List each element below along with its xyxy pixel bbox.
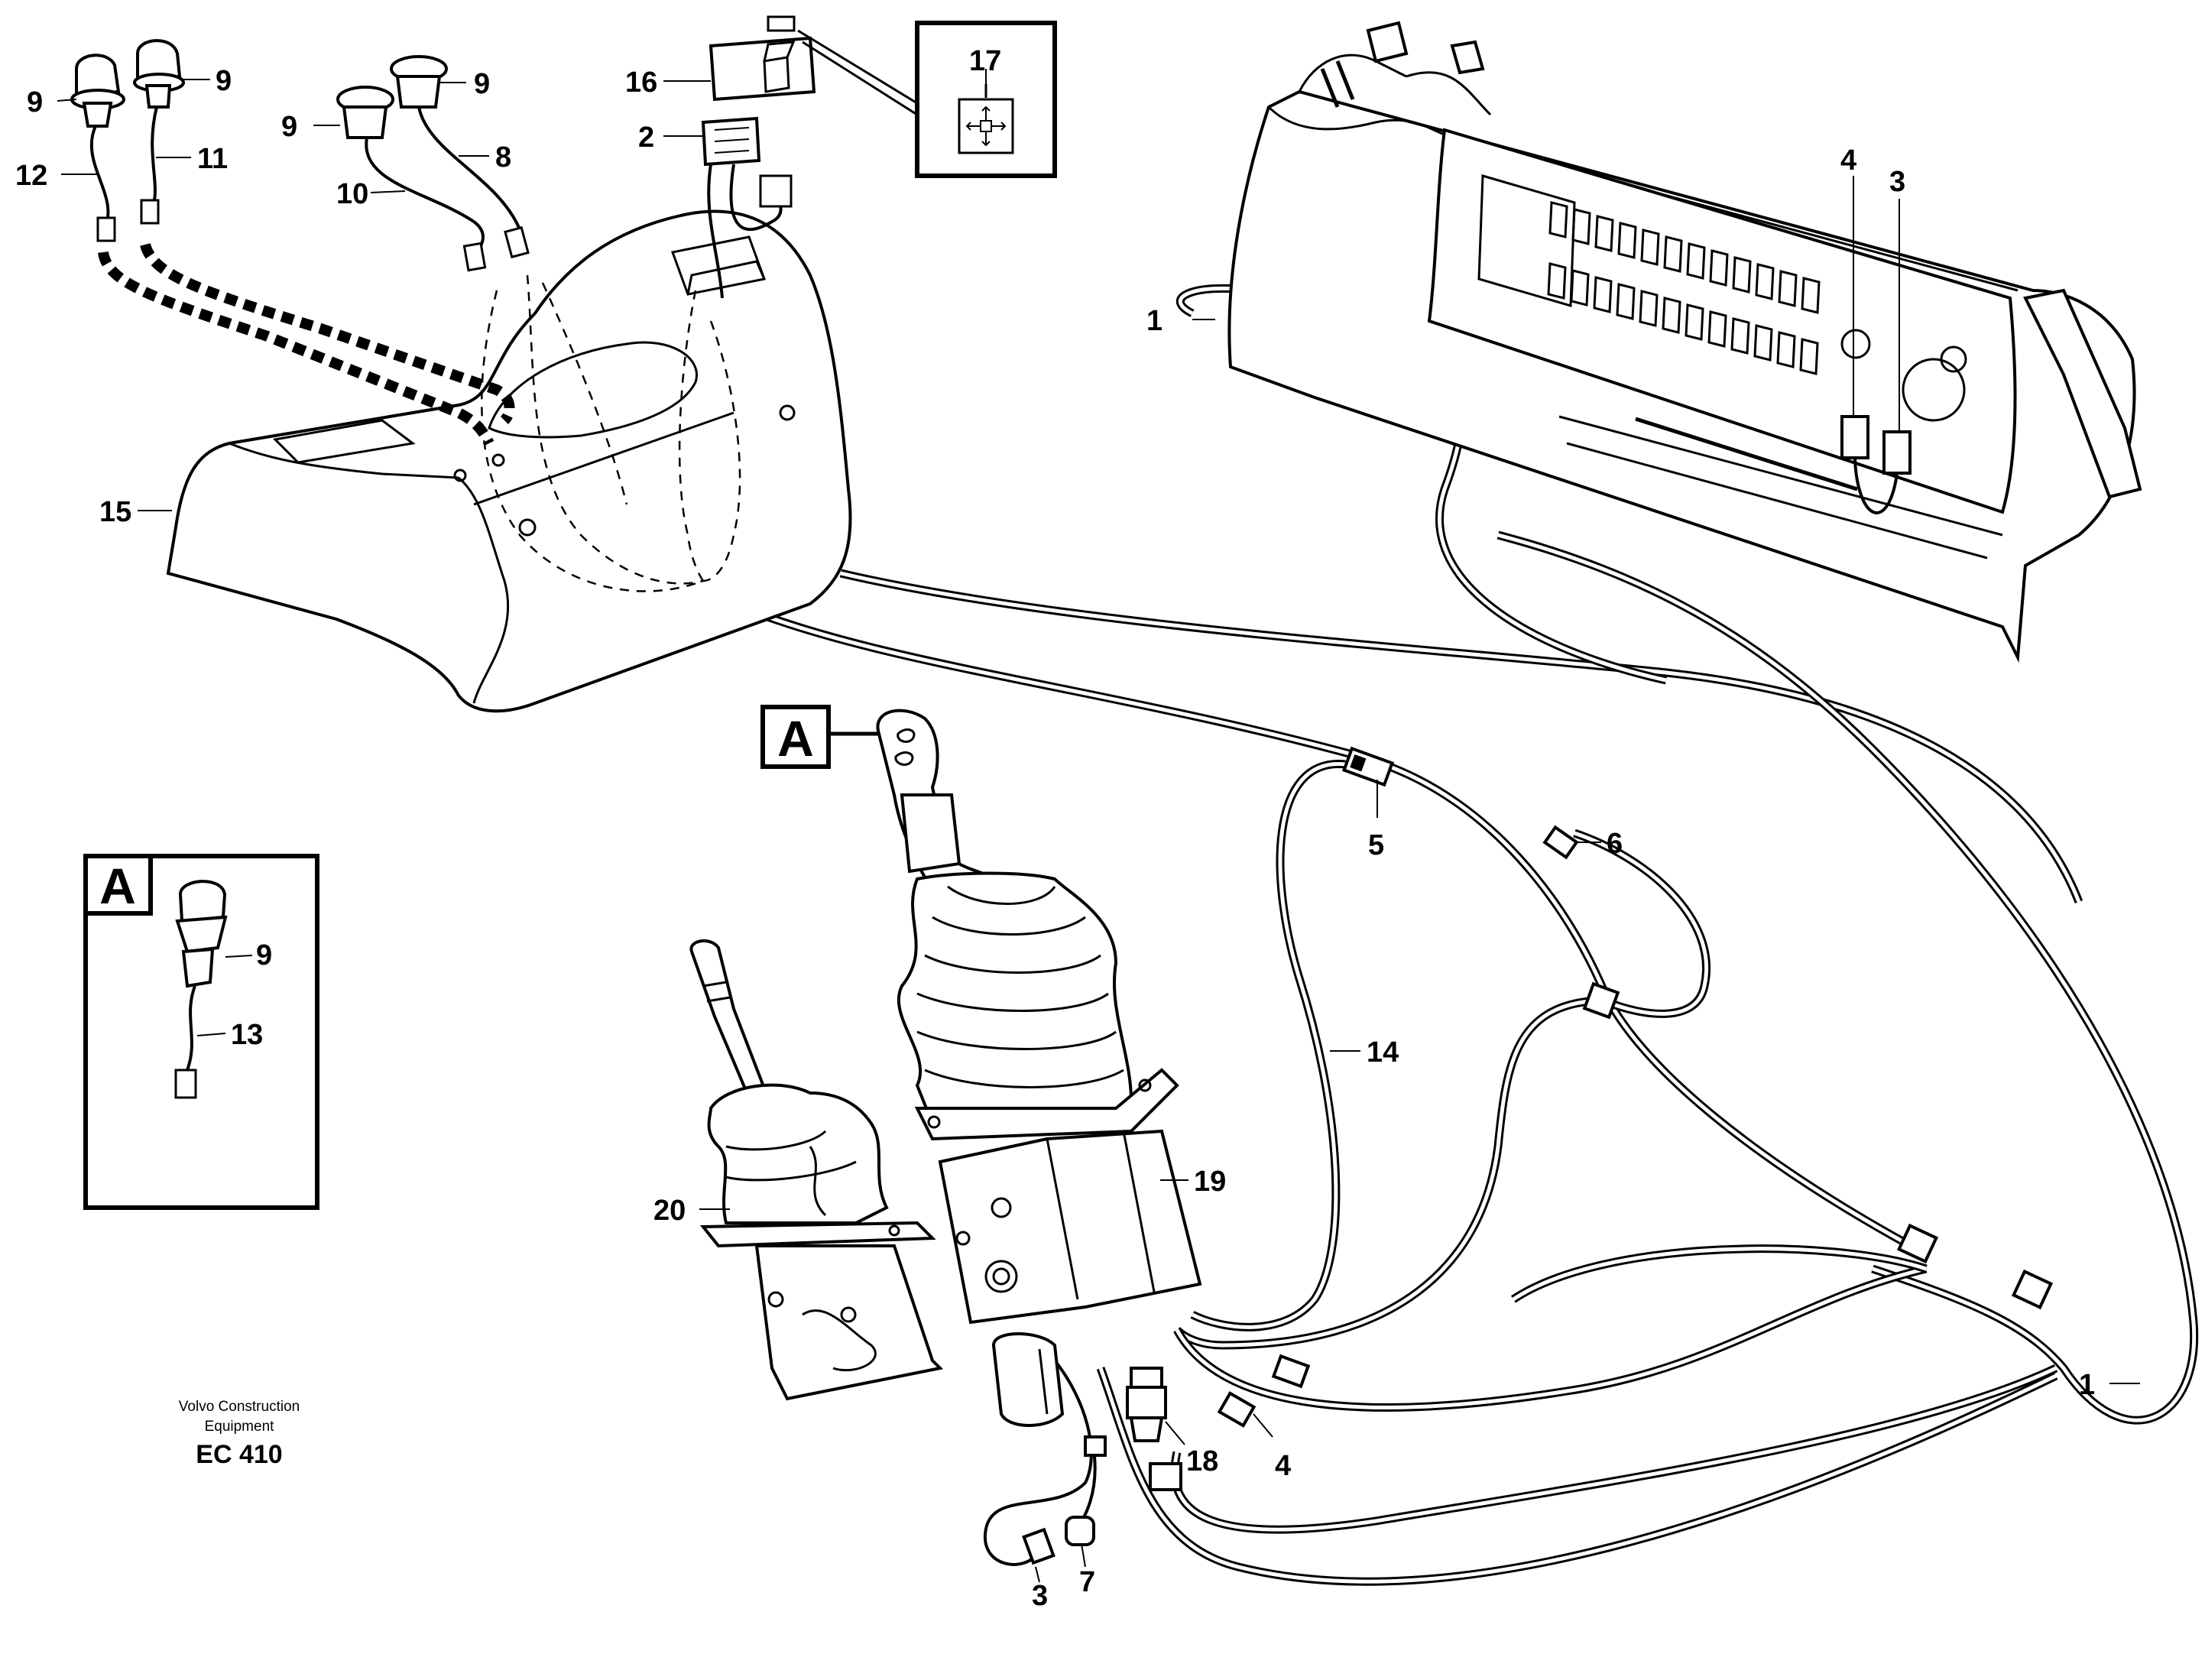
leader-lines [57,69,2140,1583]
connector-6 [1542,825,1579,860]
y-junction [2011,1269,2054,1310]
joystick-19 [876,709,1202,1427]
connector-sensor-plug [1149,1462,1182,1491]
wiring-harness [731,284,2199,1586]
dashboard-plug-4 [1840,415,1869,459]
button-9-cable-10 [336,86,487,272]
callout-labels: 9 9 9 9 9 12 11 10 8 16 2 17 15 1 4 3 5 … [15,45,2095,1612]
switch-16 [709,15,816,102]
connector-3-plug [1022,1527,1055,1565]
label-12: 12 [15,160,47,192]
label-17: 17 [969,45,1001,77]
view-marker-a-text: A [777,710,814,767]
dashboard-plug-3 [1882,430,1912,475]
label-4: 4 [1275,1450,1291,1482]
label-10: 10 [336,178,368,210]
label-1: 1 [1146,305,1162,337]
label-9: 9 [216,65,232,97]
connector-4 [1271,1354,1311,1389]
label-13: 13 [231,1019,263,1051]
label-9: 9 [27,86,43,118]
label-5: 5 [1368,829,1384,861]
label-8: 8 [495,141,511,174]
label-2: 2 [638,122,654,154]
label-20: 20 [653,1195,686,1227]
label-9: 9 [281,111,297,143]
credit-line-1: Volvo Construction [179,1399,300,1415]
switch-grid [1547,201,1821,375]
connector-2 [701,116,793,299]
view-marker-a: A [760,705,894,769]
y-junction [1582,981,1620,1020]
publisher-credit: Volvo Construction Equipment EC 410 [179,1399,300,1469]
label-3: 3 [1032,1580,1048,1612]
label-14: 14 [1367,1036,1399,1069]
lever-20 [689,939,944,1401]
routing-cables-11-12 [98,242,515,446]
dashboard-panel [1227,21,2142,663]
button-9-cable-12 [70,54,125,242]
label-18: 18 [1186,1445,1218,1477]
connector-7-plug [1065,1516,1095,1546]
button-9-cable-8 [390,55,530,259]
credit-line-2: Equipment [205,1419,275,1435]
callout-box-17 [797,21,1057,178]
connector-4-lower [1217,1391,1257,1428]
label-11: 11 [197,143,228,175]
button-9-cable-11 [133,39,185,225]
label-16: 16 [625,66,657,99]
connector-small [1084,1435,1107,1457]
label-6: 6 [1607,828,1623,860]
detail-box-a: A [83,854,319,1210]
label-15: 15 [99,496,131,528]
label-9: 9 [474,68,490,100]
label-7: 7 [1079,1566,1095,1598]
label-1: 1 [2079,1369,2095,1401]
credit-code: EC 410 [196,1440,282,1469]
y-junction [1896,1223,1939,1264]
label-19: 19 [1194,1166,1226,1198]
detail-box-a-text: A [99,858,136,914]
pressure-sensor-18 [1126,1367,1167,1442]
label-3: 3 [1889,166,1905,198]
console-housing-15 [166,209,852,713]
switch-cap [767,15,796,32]
label-4: 4 [1840,144,1856,177]
label-9: 9 [256,939,272,971]
